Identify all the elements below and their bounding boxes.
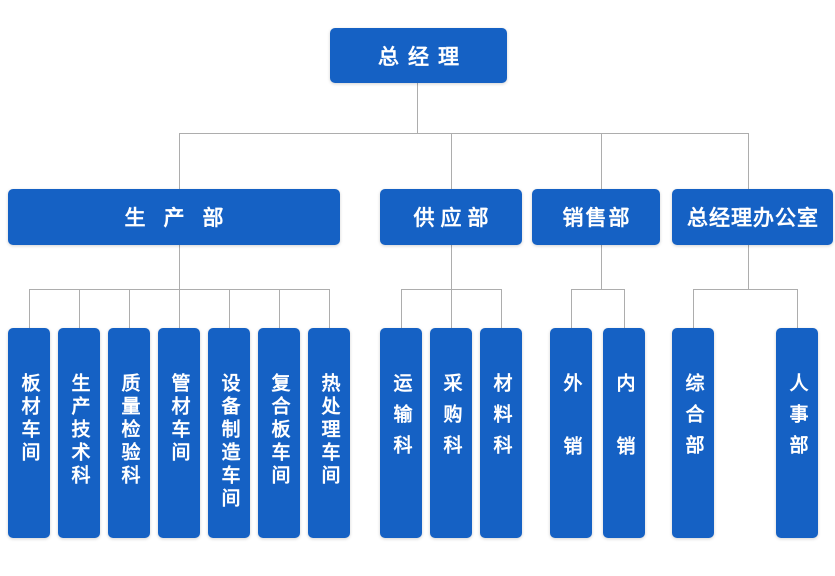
connector-line xyxy=(693,289,694,328)
connector-line xyxy=(329,289,330,328)
node-label: 材料科 xyxy=(490,373,512,466)
node-label: 板材车间 xyxy=(18,373,40,465)
connector-line xyxy=(29,289,30,328)
node-label: 销售部 xyxy=(562,207,632,230)
node-transport-section: 运输科 xyxy=(380,328,422,538)
node-equipment-mfg-workshop: 设备制造车间 xyxy=(208,328,250,538)
connector-line xyxy=(179,133,749,134)
node-label: 运输科 xyxy=(390,373,412,466)
node-label: 生产技术科 xyxy=(68,373,90,488)
connector-line xyxy=(797,289,798,328)
connector-line xyxy=(179,245,180,328)
node-label: 采购科 xyxy=(440,373,462,466)
node-label: 总经理 xyxy=(378,45,468,69)
node-label: 热处理车间 xyxy=(318,373,340,488)
node-general-manager: 总经理 xyxy=(330,28,507,83)
connector-line xyxy=(571,289,625,290)
connector-line xyxy=(79,289,80,328)
connector-line xyxy=(229,289,230,328)
node-pipe-workshop: 管材车间 xyxy=(158,328,200,538)
node-production-dept: 生产部 xyxy=(8,189,340,245)
connector-line xyxy=(29,289,330,290)
node-personnel-dept: 人事部 xyxy=(776,328,818,538)
connector-line xyxy=(179,133,180,189)
connector-line xyxy=(571,289,572,328)
node-label: 供应部 xyxy=(413,207,495,230)
node-label: 总经理办公室 xyxy=(687,207,819,230)
node-quality-inspection-section: 质量检验科 xyxy=(108,328,150,538)
node-materials-section: 材料科 xyxy=(480,328,522,538)
connector-line xyxy=(401,289,502,290)
node-label: 内销 xyxy=(613,373,635,499)
node-heat-treatment-workshop: 热处理车间 xyxy=(308,328,350,538)
node-label: 人事部 xyxy=(786,373,808,466)
connector-line xyxy=(748,245,749,289)
connector-line xyxy=(401,289,402,328)
node-gm-office: 总经理办公室 xyxy=(672,189,833,245)
node-domestic-sales: 内销 xyxy=(603,328,645,538)
node-supply-dept: 供应部 xyxy=(380,189,522,245)
node-label: 外销 xyxy=(560,373,582,499)
connector-line xyxy=(748,133,749,189)
connector-line xyxy=(624,289,625,328)
node-label: 综合部 xyxy=(682,373,704,466)
connector-line xyxy=(501,289,502,328)
node-sales-dept: 销售部 xyxy=(532,189,660,245)
node-plate-workshop: 板材车间 xyxy=(8,328,50,538)
connector-line xyxy=(601,245,602,289)
connector-line xyxy=(417,83,418,133)
node-label: 复合板车间 xyxy=(268,373,290,488)
node-purchasing-section: 采购科 xyxy=(430,328,472,538)
connector-line xyxy=(451,245,452,328)
connector-line xyxy=(129,289,130,328)
node-label: 设备制造车间 xyxy=(218,373,240,511)
connector-line xyxy=(279,289,280,328)
connector-line xyxy=(601,133,602,189)
connector-line xyxy=(693,289,798,290)
node-production-tech-section: 生产技术科 xyxy=(58,328,100,538)
node-general-affairs-dept: 综合部 xyxy=(672,328,714,538)
node-composite-plate-workshop: 复合板车间 xyxy=(258,328,300,538)
node-label: 质量检验科 xyxy=(118,373,140,488)
node-export-sales: 外销 xyxy=(550,328,592,538)
node-label: 生产部 xyxy=(124,207,242,230)
node-label: 管材车间 xyxy=(168,373,190,465)
connector-line xyxy=(451,133,452,189)
